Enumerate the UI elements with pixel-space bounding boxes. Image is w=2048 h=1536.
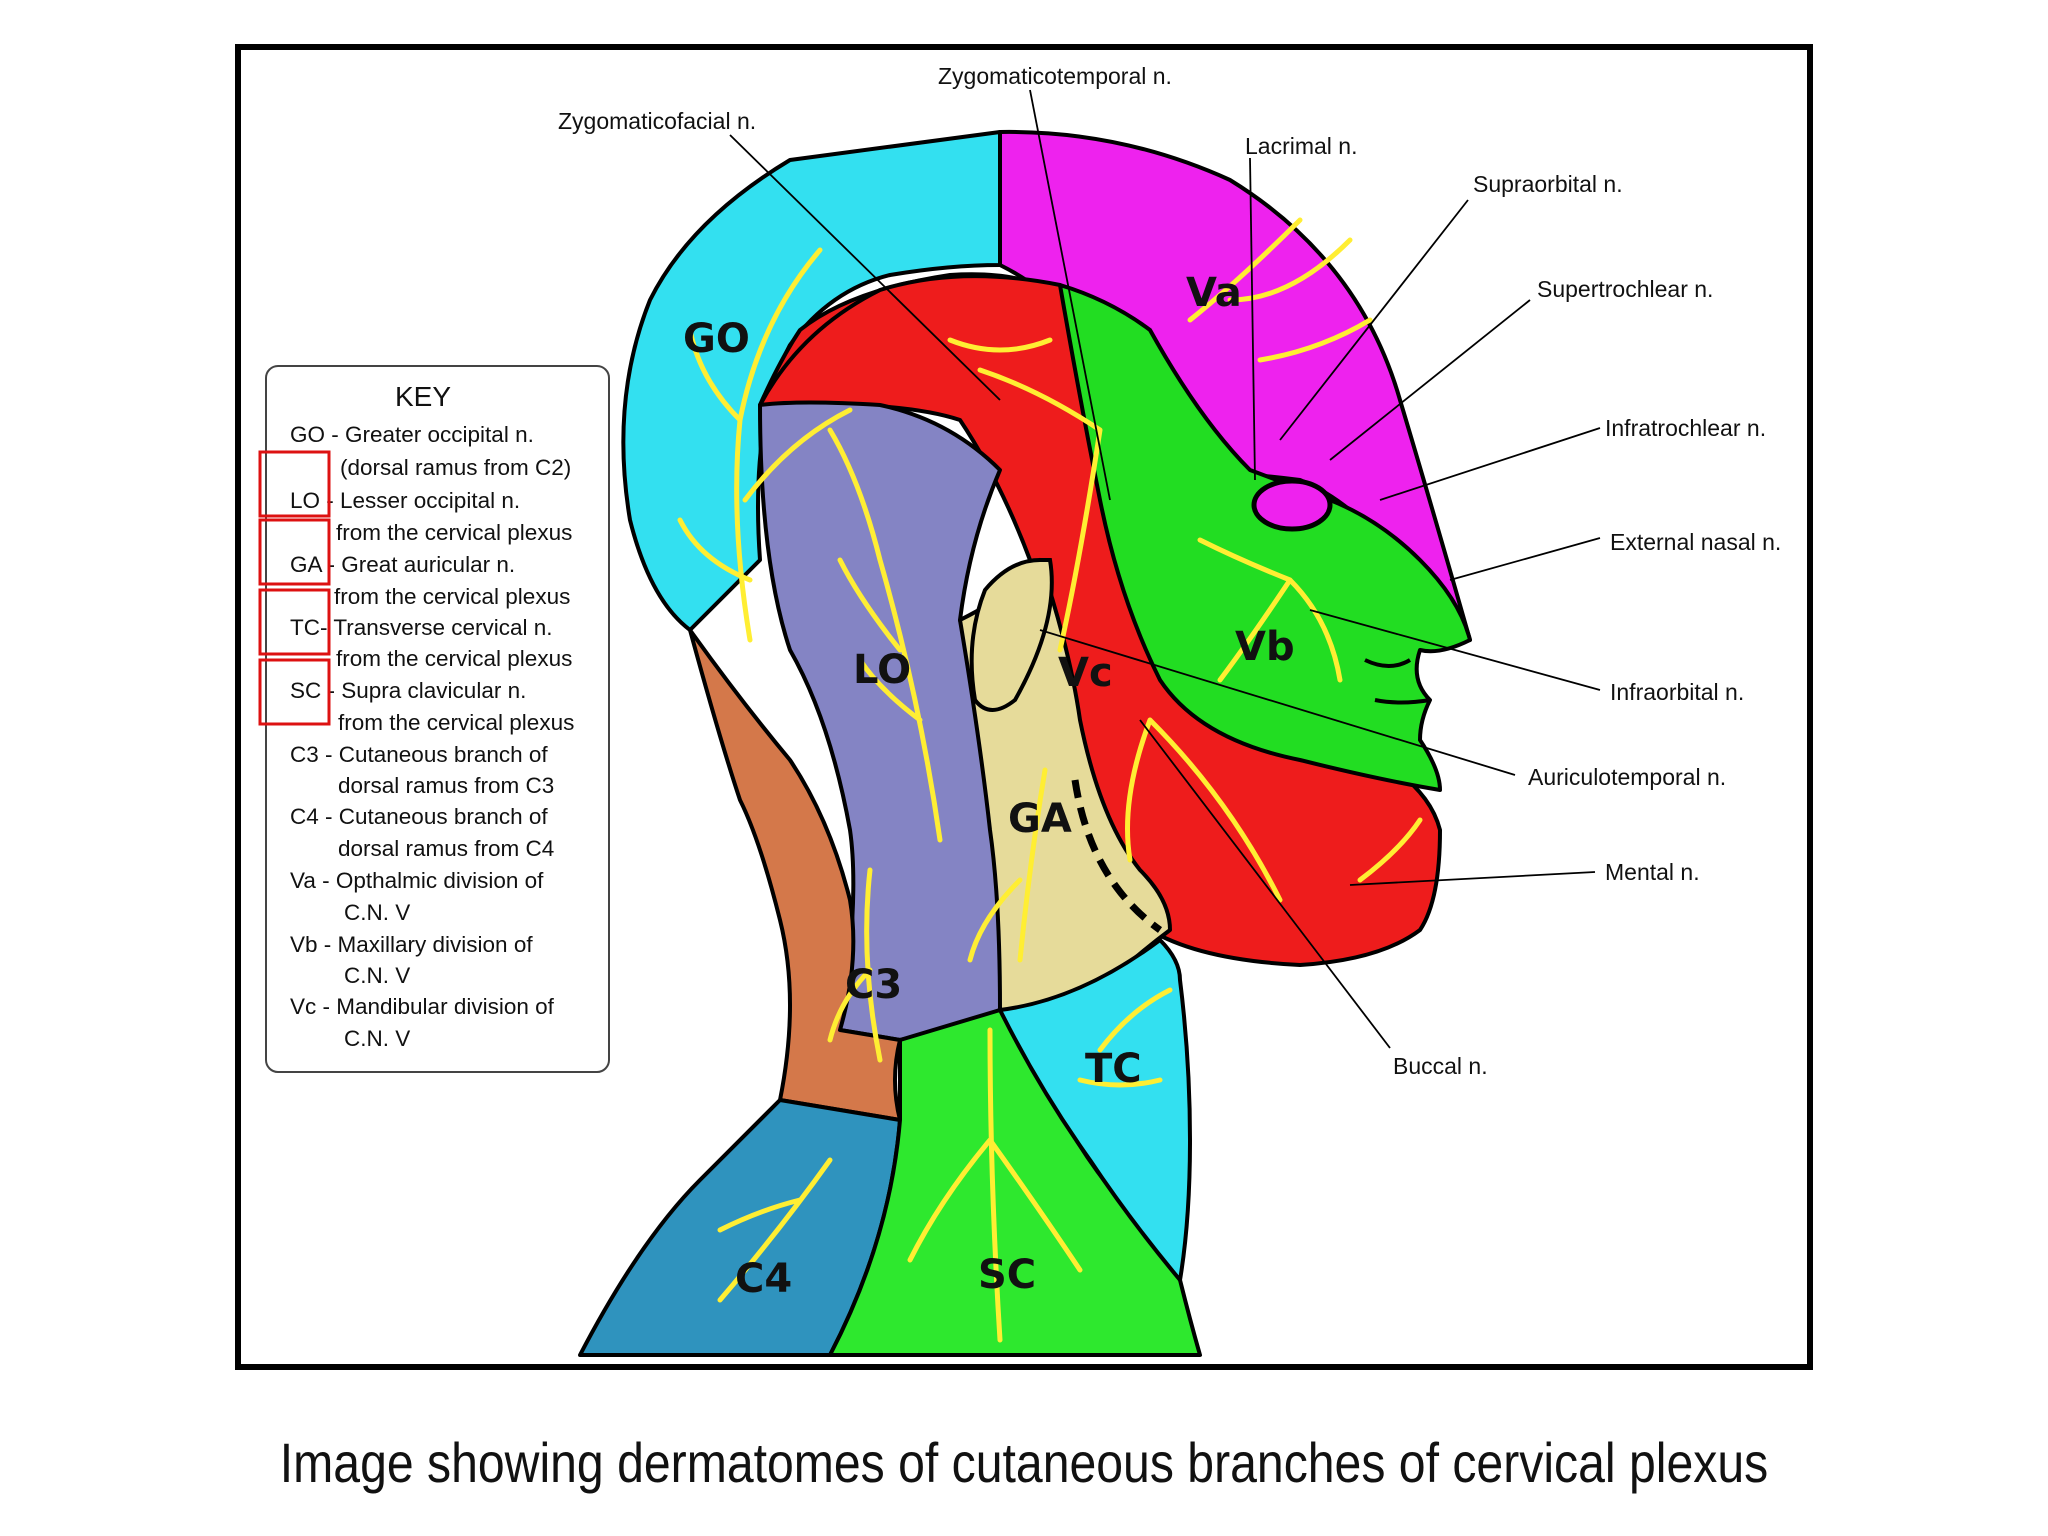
region-GO	[621, 130, 1002, 632]
nerve-label-supratrochlear: Supertrochlear n.	[1537, 276, 1713, 302]
highlight-box-GA	[258, 518, 331, 586]
nerve-label-zygomaticofacial: Zygomaticofacial n.	[558, 108, 756, 134]
nerve-label-auriculotemporal: Auriculotemporal n.	[1528, 764, 1726, 790]
key-line: C4 - Cutaneous branch of	[290, 804, 548, 829]
nerve-label-lacrimal: Lacrimal n.	[1245, 133, 1357, 159]
key-line: LO - Lesser occipital n.	[290, 488, 520, 513]
key-line: from the cervical plexus	[334, 584, 570, 609]
jaw-dash-line	[1071, 779, 1163, 933]
key-line: Vb - Maxillary division of	[290, 932, 533, 957]
eye-outline	[1251, 478, 1333, 532]
leader-lines	[729, 89, 1601, 1049]
nerve-label-infratrochlear: Infratrochlear n.	[1605, 415, 1766, 441]
highlight-box-LO	[258, 450, 331, 518]
key-line: SC - Supra clavicular n.	[290, 678, 526, 703]
highlight-boxes	[258, 450, 331, 726]
key-line: Va - Opthalmic division of	[290, 868, 544, 893]
region-label-GA: GA	[1008, 796, 1072, 842]
nerve-branches	[677, 217, 1423, 1343]
key-line: (dorsal ramus from C2)	[340, 455, 571, 480]
key-line: dorsal ramus from C4	[338, 836, 554, 861]
highlight-box-TC	[258, 588, 331, 656]
key-line: from the cervical plexus	[336, 646, 572, 671]
region-label-Va: Va	[1186, 270, 1242, 316]
key-line: C3 - Cutaneous branch of	[290, 742, 548, 767]
key-title: KEY	[395, 381, 451, 412]
region-label-C4: C4	[735, 1256, 792, 1302]
region-label-Vb: Vb	[1235, 624, 1295, 670]
key-line: Vc - Mandibular division of	[290, 994, 555, 1019]
region-label-SC: SC	[978, 1252, 1036, 1298]
nerve-label-zygomaticotemporal: Zygomaticotemporal n.	[938, 63, 1172, 89]
key-line: GA - Great auricular n.	[290, 552, 515, 577]
region-TC	[998, 938, 1192, 1282]
figure-caption: Image showing dermatomes of cutaneous br…	[279, 1431, 1769, 1494]
region-label-C3: C3	[845, 962, 902, 1008]
region-Vb	[1058, 283, 1472, 792]
region-label-TC: TC	[1085, 1046, 1142, 1092]
region-label-Vc: Vc	[1058, 650, 1113, 696]
key-line: GO - Greater occipital n.	[290, 422, 534, 447]
ear-outline	[969, 558, 1054, 712]
region-label-GO: GO	[683, 316, 750, 362]
nerve-label-supraorbital: Supraorbital n.	[1473, 171, 1623, 197]
key-line: dorsal ramus from C3	[338, 773, 554, 798]
nerve-label-buccal: Buccal n.	[1393, 1053, 1488, 1079]
nerve-label-mental: Mental n.	[1605, 859, 1700, 885]
key-line: C.N. V	[344, 1026, 410, 1051]
nose-mouth-lines	[1364, 658, 1431, 705]
highlight-box-SC	[258, 658, 331, 726]
region-label-LO: LO	[853, 647, 911, 693]
nerve-label-external-nasal: External nasal n.	[1610, 529, 1781, 555]
key-legend: KEY GO - Greater occipital n. (dorsal ra…	[265, 365, 610, 1073]
key-line: from the cervical plexus	[336, 520, 572, 545]
nerve-label-infraorbital: Infraorbital n.	[1610, 679, 1744, 705]
key-line: TC- Transverse cervical n.	[290, 615, 553, 640]
key-line: C.N. V	[344, 900, 410, 925]
key-line: from the cervical plexus	[338, 710, 574, 735]
key-box	[265, 365, 610, 1073]
key-line: C.N. V	[344, 963, 410, 988]
